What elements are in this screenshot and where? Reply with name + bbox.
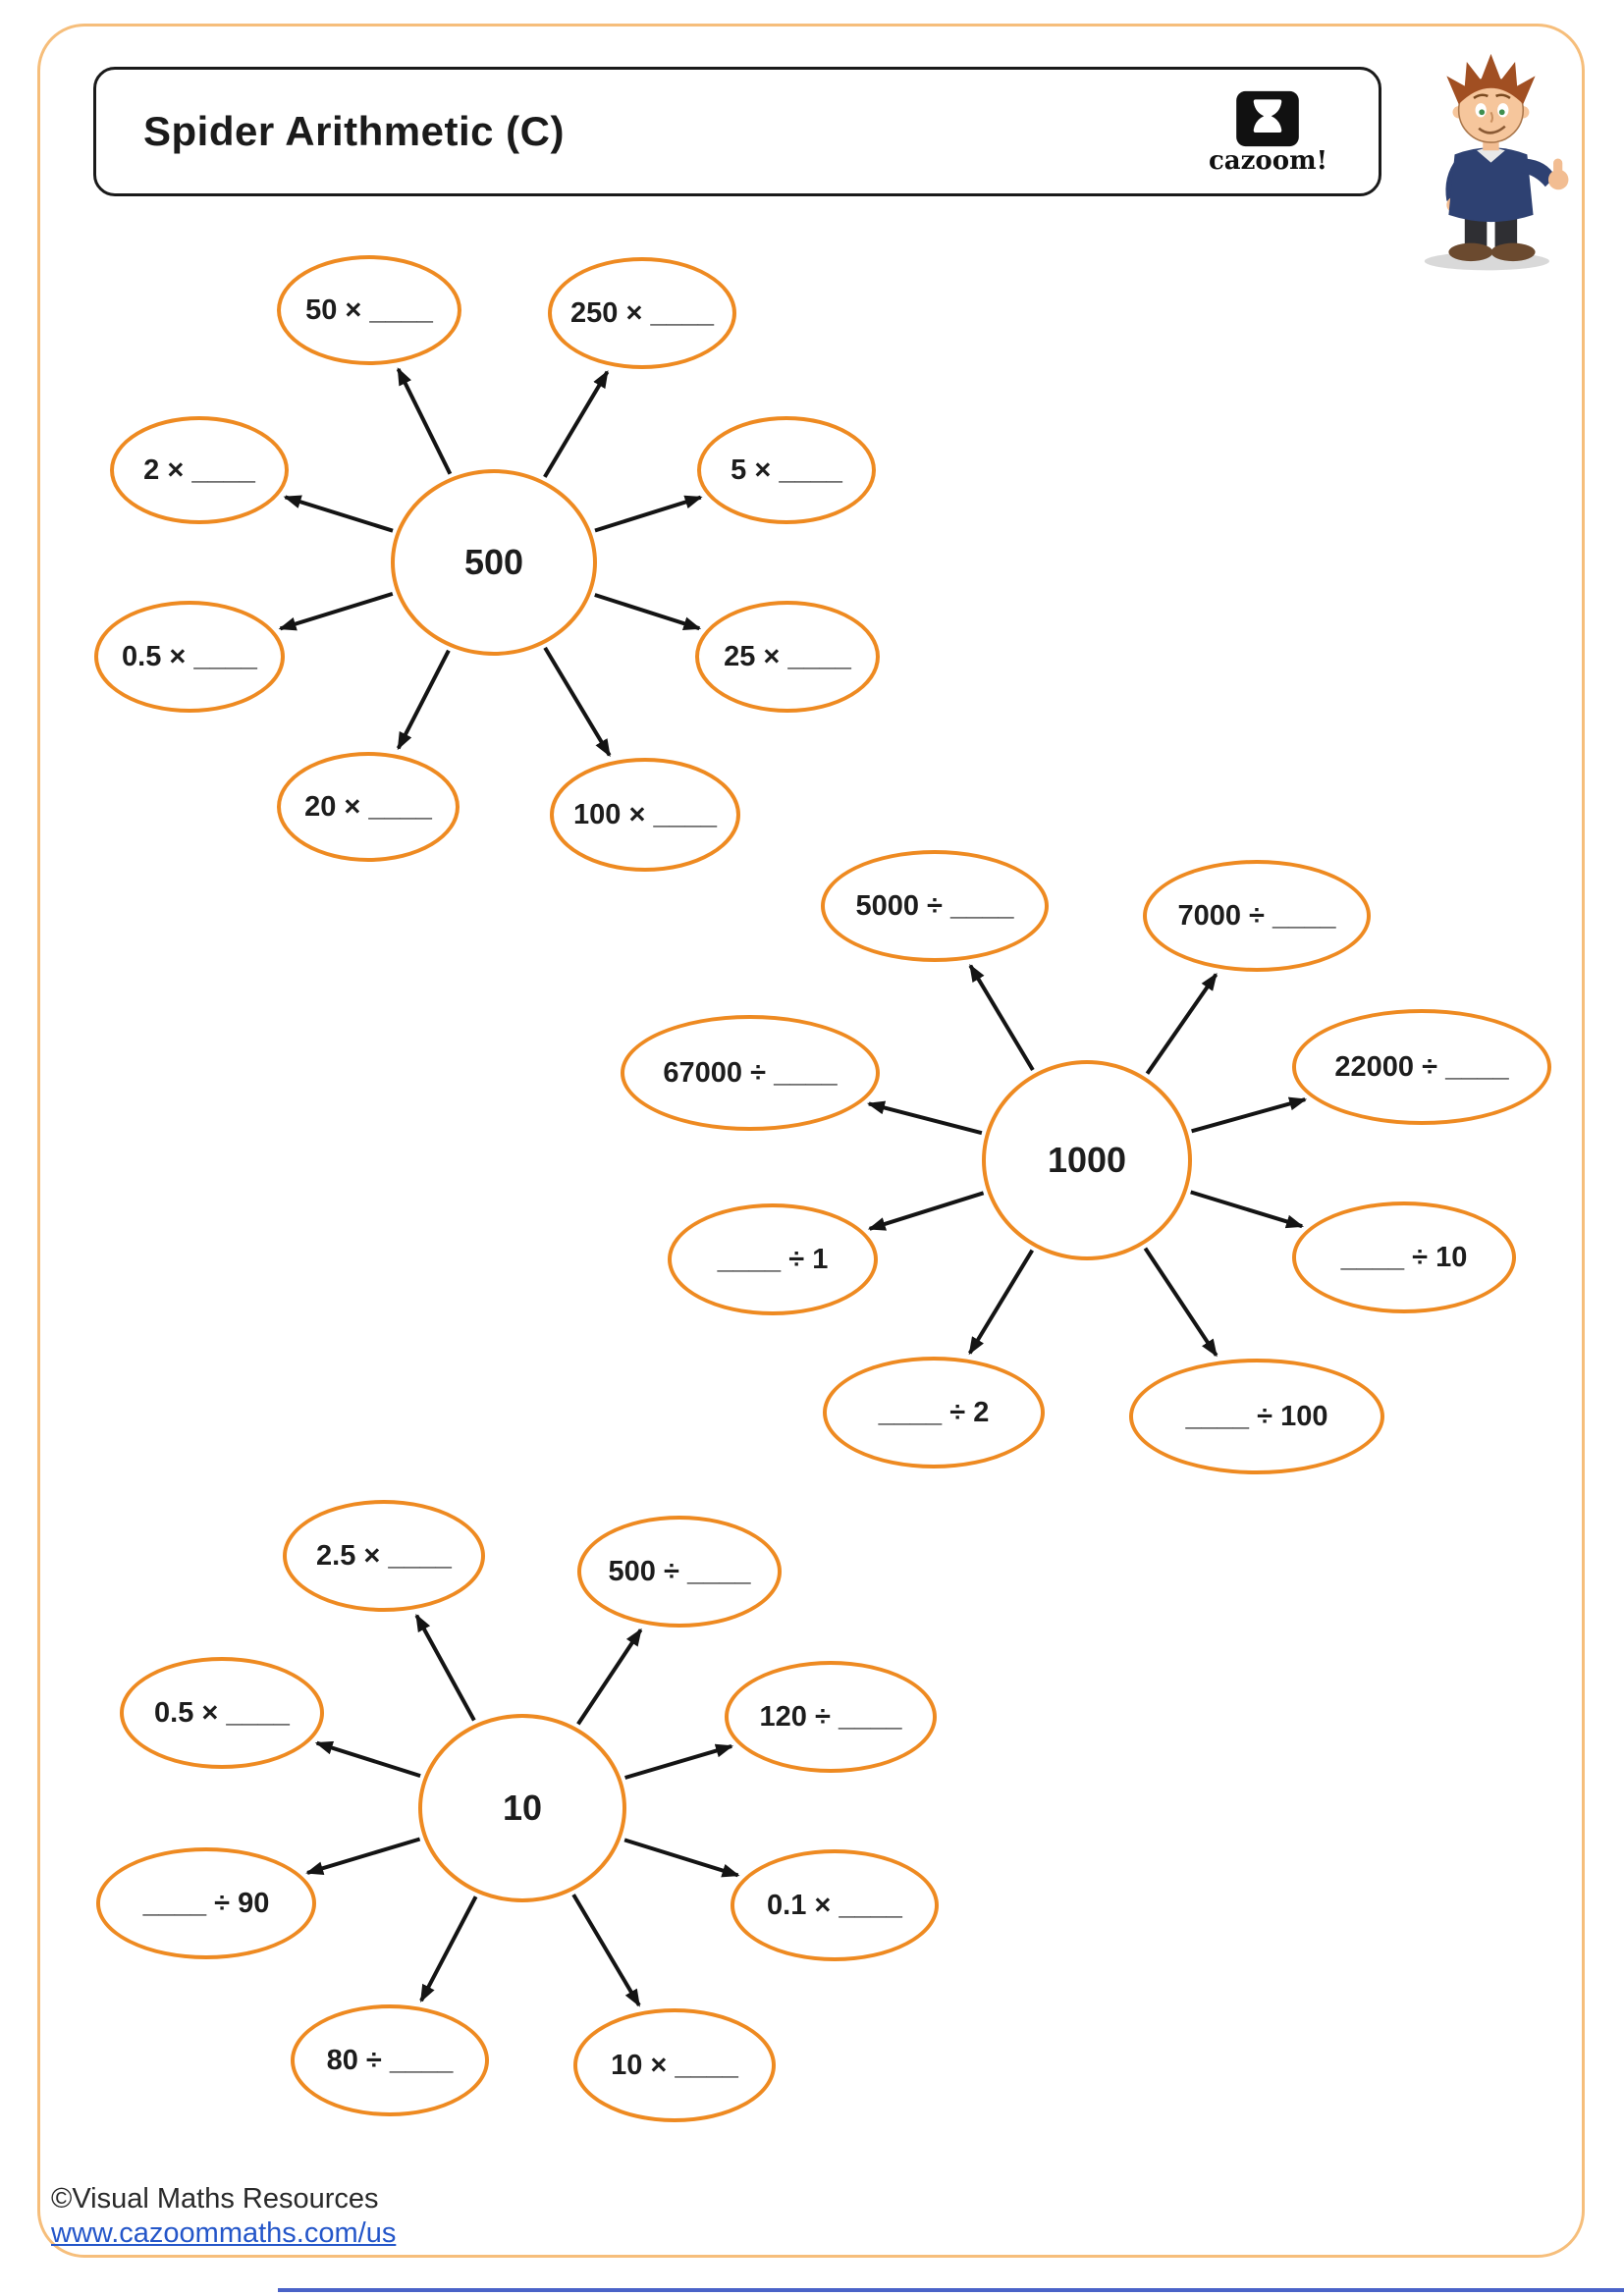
website-link[interactable]: www.cazoommaths.com/us (51, 2217, 397, 2249)
spider-arrow (305, 1837, 421, 1876)
spider-arrow (414, 1613, 476, 1722)
spider-500-satellite: 250 × ____ (548, 257, 736, 369)
spider-1000-satellite: 7000 ÷ ____ (1143, 860, 1371, 972)
cazoom-logo-text: cazoom! (1208, 145, 1327, 176)
spider-arrow (1191, 1096, 1308, 1134)
spider-1000-satellite: 67000 ÷ ____ (621, 1015, 880, 1131)
page-title: Spider Arithmetic (C) (143, 108, 565, 154)
spider-500-satellite: 50 × ____ (277, 255, 461, 365)
spider-arrow (624, 1743, 734, 1780)
spider-500-satellite: 100 × ____ (550, 758, 740, 872)
spider-500-satellite: 20 × ____ (277, 752, 460, 862)
spider-arrow (576, 1628, 643, 1726)
spider-1000-satellite: 5000 ÷ ____ (821, 850, 1049, 962)
spider-arrow (1145, 973, 1218, 1075)
spider-1000-satellite: 22000 ÷ ____ (1292, 1009, 1551, 1125)
copyright-text: ©Visual Maths Resources (51, 2183, 379, 2215)
spider-arrow (396, 649, 451, 751)
spider-arrow (278, 591, 394, 631)
spider-arrow (419, 1896, 478, 2002)
spider-1000-satellite: ____ ÷ 100 (1129, 1359, 1384, 1474)
spider-500-center: 500 (391, 469, 597, 656)
spider-500-satellite: 25 × ____ (695, 601, 880, 713)
mascot-boy-illustration (1424, 53, 1569, 271)
spider-arrow (866, 1100, 983, 1136)
cazoom-logo-icon (1236, 90, 1300, 146)
spider-arrow (314, 1740, 421, 1779)
cazoom-logo: cazoom! (1209, 90, 1327, 174)
spider-10-satellite: 10 × ____ (573, 2008, 776, 2122)
spider-arrow (396, 367, 453, 475)
bottom-edge-line (278, 2288, 1624, 2292)
spider-10-satellite: 0.5 × ____ (120, 1657, 324, 1769)
spider-arrow (594, 593, 702, 631)
spider-500-satellite: 5 × ____ (697, 416, 876, 524)
spider-10-satellite: ____ ÷ 90 (96, 1847, 316, 1959)
spider-500-satellite: 2 × ____ (110, 416, 289, 524)
spider-10-center: 10 (418, 1714, 626, 1902)
spider-arrow (968, 963, 1035, 1072)
spider-arrow (1190, 1190, 1305, 1229)
spider-1000-satellite: ____ ÷ 1 (668, 1203, 878, 1315)
header-box: Spider Arithmetic (C) cazoom! (93, 67, 1381, 196)
spider-arrow (594, 495, 703, 533)
spider-arrow (543, 646, 612, 758)
spider-10-satellite: 80 ÷ ____ (291, 2004, 489, 2116)
spider-arrow (967, 1249, 1035, 1356)
spider-1000-satellite: ____ ÷ 10 (1292, 1201, 1516, 1313)
spider-10-satellite: 0.1 × ____ (731, 1849, 939, 1961)
spider-arrow (543, 370, 610, 478)
spider-10-satellite: 500 ÷ ____ (577, 1516, 782, 1628)
spider-500-satellite: 0.5 × ____ (94, 601, 285, 713)
spider-arrow (1143, 1247, 1218, 1358)
spider-10-satellite: 2.5 × ____ (283, 1500, 485, 1612)
spider-arrow (571, 1894, 641, 2007)
page-frame-border (37, 24, 1585, 2258)
spider-arrow (867, 1191, 985, 1231)
spider-1000-center: 1000 (982, 1060, 1192, 1260)
spider-arrow (283, 495, 394, 533)
spider-10-satellite: 120 ÷ ____ (725, 1661, 937, 1773)
spider-1000-satellite: ____ ÷ 2 (823, 1357, 1045, 1468)
spider-arrow (623, 1838, 740, 1878)
